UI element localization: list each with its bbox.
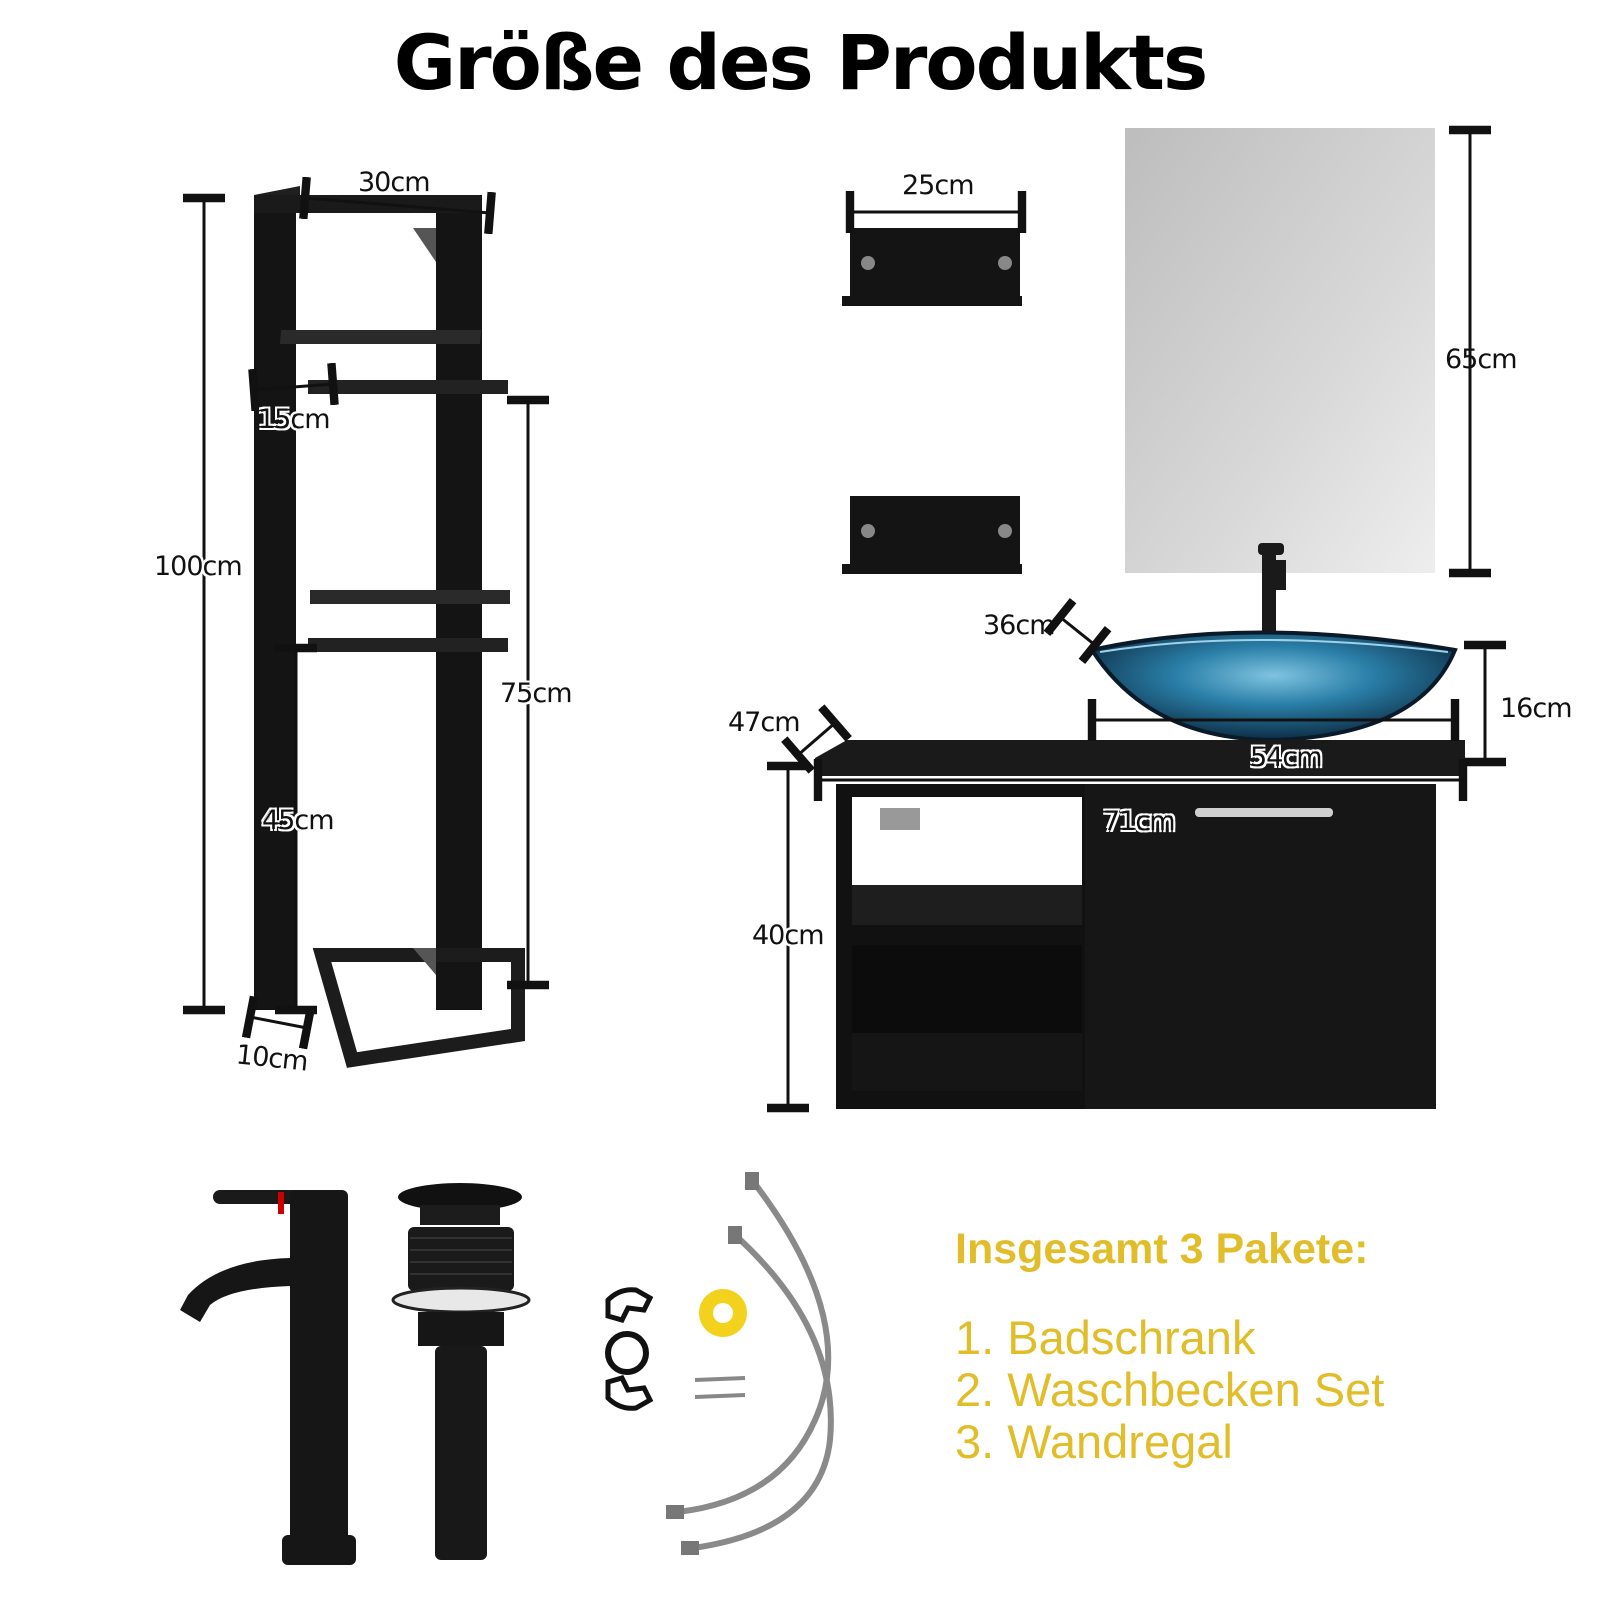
shelf-dimension-lines <box>183 176 549 1050</box>
dim-cabinet-height: 40cm <box>752 920 825 951</box>
page-title: Größe des Produkts <box>393 18 1208 107</box>
package-item-3: 3. Wandregal <box>955 1415 1233 1468</box>
drain-icon <box>391 1183 531 1560</box>
basin-faucet <box>1258 543 1286 645</box>
wall-shelf-bottom <box>842 496 1022 574</box>
dim-shelf-lower-height: 45cm <box>262 805 335 836</box>
dim-cabinet-depth: 47cm <box>728 707 801 738</box>
hoses-icon <box>677 1178 834 1551</box>
dim-mirror-height: 65cm <box>1445 344 1518 375</box>
package-item-1: 1. Badschrank <box>955 1311 1256 1364</box>
vanity-cabinet <box>815 740 1465 1109</box>
mirror <box>1125 128 1435 573</box>
dim-basin-depth: 36cm <box>983 610 1056 641</box>
wall-shelf-top <box>842 228 1022 306</box>
dim-shelf-width: 30cm <box>358 167 431 198</box>
dim-wall-shelf-width: 25cm <box>902 170 975 201</box>
packages-list: Insgesamt 3 Pakete: 1. Badschrank 2. Was… <box>955 1225 1384 1468</box>
package-item-2: 2. Waschbecken Set <box>955 1363 1385 1416</box>
tall-shelf-unit <box>254 186 525 1068</box>
fittings-icon <box>605 1287 747 1411</box>
dim-shelf-depth: 15cm <box>258 404 331 435</box>
packages-heading: Insgesamt 3 Pakete: <box>955 1225 1369 1273</box>
faucet-icon <box>180 1190 356 1565</box>
vessel-basin <box>1088 630 1458 743</box>
dim-basin-width: 54cm <box>1250 742 1323 773</box>
dim-shelf-height: 100cm <box>154 551 243 582</box>
vanity-dimension-lines <box>767 597 1506 1113</box>
dim-basin-height: 16cm <box>1500 693 1573 724</box>
dim-cabinet-width: 71cm <box>1103 806 1176 837</box>
dim-shelf-inner-height: 75cm <box>500 678 573 709</box>
